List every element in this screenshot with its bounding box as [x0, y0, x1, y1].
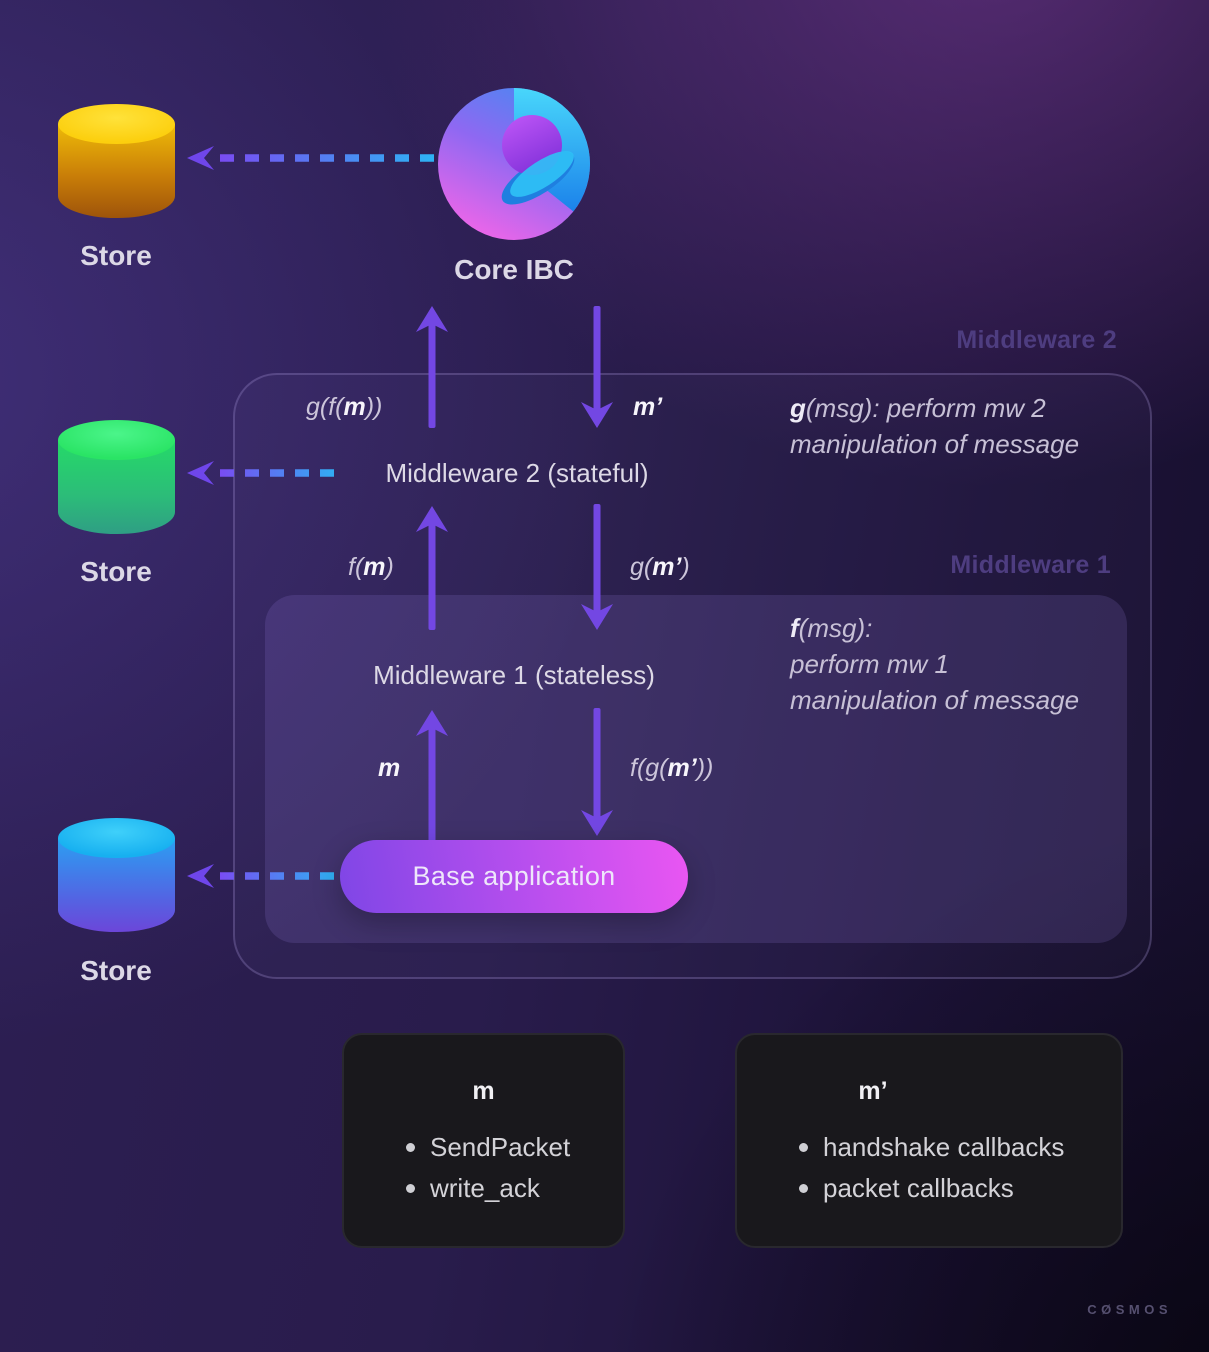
- dashed-arrow-icon: [187, 461, 344, 485]
- bullet-icon: [799, 1143, 808, 1152]
- annotation-line: g(msg): perform mw 2: [790, 390, 1079, 426]
- legend-heading: m: [472, 1077, 495, 1105]
- store-label: Store: [80, 955, 152, 986]
- label-text-part: g(f(: [306, 393, 344, 421]
- arrow-up-icon: [416, 506, 448, 630]
- legend-item-label: write_ack: [430, 1173, 540, 1203]
- mw2-annotation: g(msg): perform mw 2 manipulation of mes…: [790, 390, 1079, 462]
- label-text-part: g(: [630, 553, 653, 581]
- dashed-arrow-icon: [187, 146, 438, 170]
- flow-label-down-mw2: m’: [633, 393, 662, 422]
- label-bold-part: m: [363, 553, 386, 581]
- label-bold-part: m: [378, 754, 401, 782]
- arrow-down-icon: [581, 504, 613, 630]
- base-application-label: Base application: [412, 861, 616, 891]
- middleware2-corner-label: Middleware 2: [956, 326, 1117, 354]
- arrow-down-icon: [581, 708, 613, 836]
- legend-heading: m’: [858, 1077, 888, 1105]
- core-ibc-logo-icon: [438, 88, 590, 240]
- flow-label-up-mw1: f(m): [348, 553, 394, 582]
- store-cylinder-icon: [58, 420, 175, 534]
- middleware1-corner-label: Middleware 1: [950, 551, 1111, 579]
- bullet-icon: [406, 1184, 415, 1193]
- legend-item-label: packet callbacks: [823, 1173, 1014, 1203]
- flow-label-up-base: m: [378, 754, 400, 783]
- bullet-icon: [799, 1184, 808, 1193]
- store-cylinder-icon: [58, 104, 175, 218]
- annotation-bold-part: f: [790, 613, 799, 643]
- flow-label-down-base: f(g(m’)): [630, 754, 713, 783]
- cylinder-top: [58, 420, 175, 460]
- label-text-part: ): [681, 553, 690, 581]
- core-ibc-label: Core IBC: [454, 254, 574, 285]
- flow-label-down-mw1: g(m’): [630, 553, 690, 582]
- label-text-part: )): [365, 393, 383, 421]
- legend-item-label: handshake callbacks: [823, 1132, 1065, 1162]
- annotation-line: manipulation of message: [790, 429, 1080, 459]
- annotation-text-part: (msg):: [798, 613, 873, 643]
- cylinder-top: [58, 104, 175, 144]
- label-text-part: f(: [348, 553, 364, 581]
- dashed-arrow-icon: [187, 864, 340, 888]
- bullet-icon: [406, 1143, 415, 1152]
- cosmos-logo: CØSMOS: [1087, 1302, 1172, 1317]
- arrow-up-icon: [416, 306, 448, 428]
- arrow-down-icon: [581, 306, 613, 428]
- cylinder-top: [58, 818, 175, 858]
- annotation-line: f(msg):: [790, 610, 1079, 646]
- legend-item: SendPacket: [406, 1132, 623, 1162]
- middleware1-title: Middleware 1 (stateless): [373, 660, 655, 690]
- annotation-line: perform mw 1: [790, 649, 949, 679]
- label-bold-part: m’: [652, 553, 682, 581]
- legend-items: handshake callbacks packet callbacks: [737, 1132, 1121, 1203]
- mw1-annotation: f(msg): perform mw 1 manipulation of mes…: [790, 610, 1079, 718]
- flow-label-up-mw2: g(f(m)): [306, 393, 382, 422]
- label-text-part: ): [385, 553, 394, 581]
- annotation-text-part: (msg): perform mw 2: [805, 393, 1046, 423]
- legend-box-m-prime: m’ handshake callbacks packet callbacks: [735, 1033, 1123, 1248]
- store-cylinder-icon: [58, 818, 175, 932]
- arrow-up-icon: [416, 710, 448, 844]
- label-bold-part: m: [343, 393, 366, 421]
- label-text-part: f(g(: [630, 754, 668, 782]
- middleware2-box: [233, 373, 1152, 979]
- legend-item: write_ack: [406, 1173, 623, 1203]
- legend-item: handshake callbacks: [799, 1132, 1121, 1162]
- legend-box-m: m SendPacket write_ack: [342, 1033, 625, 1248]
- store-label: Store: [80, 240, 152, 271]
- annotation-line: manipulation of message: [790, 685, 1080, 715]
- label-bold-part: m’: [667, 754, 697, 782]
- legend-item: packet callbacks: [799, 1173, 1121, 1203]
- store-label: Store: [80, 556, 152, 587]
- middleware2-title: Middleware 2 (stateful): [385, 458, 649, 488]
- label-bold-part: m’: [633, 393, 663, 421]
- legend-items: SendPacket write_ack: [344, 1132, 623, 1203]
- annotation-bold-part: g: [790, 393, 806, 423]
- legend-item-label: SendPacket: [430, 1132, 571, 1162]
- base-application-pill: Base application: [340, 840, 688, 913]
- label-text-part: )): [696, 754, 714, 782]
